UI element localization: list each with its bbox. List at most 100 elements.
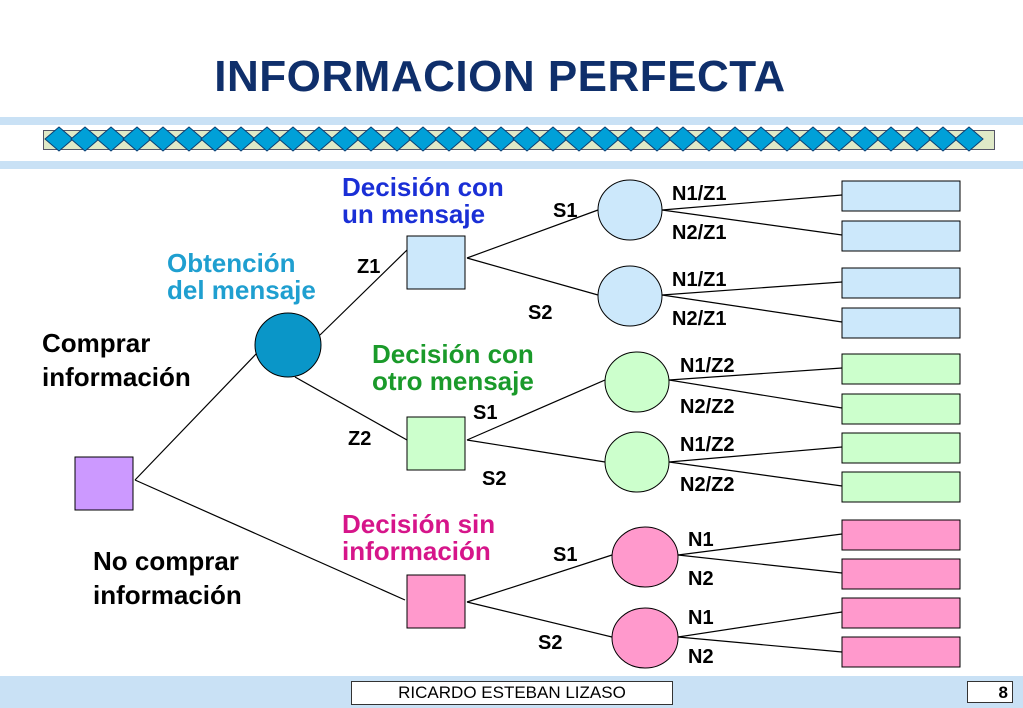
footer-author: RICARDO ESTEBAN LIZASO	[351, 681, 673, 705]
top-divider-band	[0, 117, 1023, 125]
page-title: INFORMACION PERFECTA	[214, 52, 786, 101]
payoff-box	[841, 180, 961, 212]
outcome-label: N2/Z1	[672, 308, 727, 330]
payoff-box	[841, 636, 961, 668]
diamond-shape	[174, 126, 204, 152]
outcome-label: N2	[688, 646, 714, 668]
branch-label-s1: S1	[553, 544, 578, 566]
branch-label-s2: S2	[538, 632, 563, 654]
label-line: Decisión con	[342, 172, 504, 202]
payoff-box	[841, 597, 961, 629]
outcome-label: N1/Z1	[672, 183, 727, 205]
chance-node-noinfo-s2	[611, 607, 679, 669]
diamond-shape	[330, 126, 360, 152]
chance-node-z2-s1	[604, 351, 670, 413]
diamond-shape	[798, 126, 828, 152]
diamond-shape	[382, 126, 412, 152]
label-line: un mensaje	[342, 199, 486, 230]
payoff-box	[841, 432, 961, 464]
diamond-shape	[148, 126, 178, 152]
label-no-buy-information: No comprar información	[93, 545, 242, 613]
diamond-shape	[668, 126, 698, 152]
diamond-shape	[954, 126, 984, 152]
decision-node-z1	[406, 235, 466, 290]
chance-node-noinfo-s1	[611, 526, 679, 588]
label-obtaining-message: Obtención del mensaje	[167, 248, 316, 306]
label-line: Decisión con	[372, 339, 534, 369]
diamond-shape	[434, 126, 464, 152]
outcome-label: N1	[688, 607, 714, 629]
diamond-shape	[876, 126, 906, 152]
diamond-shape	[356, 126, 386, 152]
label-line: del mensaje	[167, 275, 316, 306]
chance-node-z2-s2	[604, 431, 670, 493]
payoff-box	[841, 558, 961, 590]
label-line: Obtención	[167, 248, 296, 278]
label-decision-one-message: Decisión con un mensaje	[342, 172, 504, 230]
diamond-shape	[642, 126, 672, 152]
branch-label-z2: Z2	[348, 428, 372, 450]
diamond-shape	[512, 126, 542, 152]
diamond-shape	[850, 126, 880, 152]
diamond-shape	[902, 126, 932, 152]
outcome-label: N2/Z2	[680, 396, 735, 418]
label-line: información	[42, 361, 191, 392]
diamond-shape	[538, 126, 568, 152]
label-decision-other-message: Decisión con otro mensaje	[372, 339, 534, 397]
diamond-shape	[720, 126, 750, 152]
diamond-shape	[460, 126, 490, 152]
chance-node-z1-s1	[597, 179, 663, 241]
diamond-shape	[746, 126, 776, 152]
label-decision-no-information: Decisión sin información	[342, 509, 496, 567]
diamond-shape	[408, 126, 438, 152]
diamond-shape	[96, 126, 126, 152]
diamond-shape	[486, 126, 516, 152]
payoff-box	[841, 307, 961, 339]
label-line: Comprar	[42, 328, 151, 358]
diamond-shape	[928, 126, 958, 152]
outcome-label: N1/Z2	[680, 434, 735, 456]
diamond-shape	[564, 126, 594, 152]
label-line: Decisión sin	[342, 509, 496, 539]
label-line: información	[342, 536, 491, 567]
label-line: otro mensaje	[372, 366, 534, 397]
diamond-shape	[122, 126, 152, 152]
payoff-box	[841, 353, 961, 385]
diamond-shape	[252, 126, 282, 152]
diamond-shape	[772, 126, 802, 152]
payoff-box	[841, 220, 961, 252]
diamond-shape	[304, 126, 334, 152]
outcome-label: N1/Z2	[680, 355, 735, 377]
page-number: 8	[967, 681, 1013, 703]
outcome-label: N2	[688, 568, 714, 590]
payoff-box	[841, 471, 961, 503]
branch-label-s2: S2	[482, 468, 507, 490]
outcome-label: N2/Z2	[680, 474, 735, 496]
label-line: información	[93, 579, 242, 610]
label-buy-information: Comprar información	[42, 327, 191, 395]
branch-label-s1: S1	[473, 402, 498, 424]
root-decision-node	[74, 456, 134, 511]
diamond-shape	[200, 126, 230, 152]
branch-label-s1: S1	[553, 200, 578, 222]
decision-node-no-info	[406, 574, 466, 629]
diamond-pattern	[44, 126, 984, 152]
branch-label-z1: Z1	[357, 256, 381, 278]
diamond-shape	[226, 126, 256, 152]
diamond-shape	[694, 126, 724, 152]
diamond-shape	[44, 126, 74, 152]
branch-label-s2: S2	[528, 302, 553, 324]
outcome-label: N1/Z1	[672, 269, 727, 291]
decision-node-z2	[406, 416, 466, 471]
diamond-shape	[616, 126, 646, 152]
tree-connectors	[134, 194, 843, 653]
diamond-shape	[278, 126, 308, 152]
label-line: No comprar	[93, 546, 239, 576]
outcome-label: N1	[688, 529, 714, 551]
outcome-label: N2/Z1	[672, 222, 727, 244]
payoff-box	[841, 267, 961, 299]
bottom-divider-band	[0, 161, 1023, 169]
payoff-box	[841, 519, 961, 551]
diamond-shape	[590, 126, 620, 152]
